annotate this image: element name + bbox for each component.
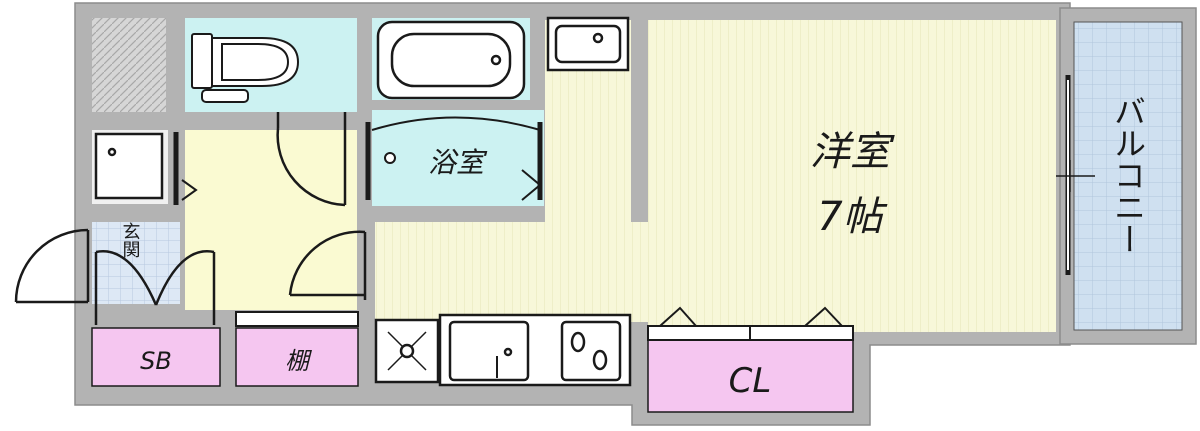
bathtub-icon (376, 20, 526, 100)
entrance-door (14, 228, 90, 304)
western-room-size: 7帖 (817, 194, 887, 240)
washer-door-mark (181, 179, 198, 201)
washer-icon (94, 132, 164, 200)
entrance-tile (92, 222, 180, 304)
western-room-lower-floor (375, 222, 665, 322)
stove-icon (374, 318, 440, 384)
closet-label: CL (729, 361, 772, 401)
western-room-floor (648, 20, 1056, 332)
shoe-door-right (154, 250, 216, 325)
hall-floor (185, 130, 357, 310)
toilet-door (276, 112, 347, 207)
balcony-floor (1073, 21, 1183, 331)
western-room-label: 洋室 (810, 129, 895, 175)
shelf-label: 棚 (285, 347, 313, 375)
closet (647, 339, 854, 413)
bathroom-curve (371, 116, 541, 131)
pipe-space (92, 18, 166, 112)
shoe-door-left (94, 250, 158, 325)
shelf-unit (235, 327, 359, 387)
sink-icon (546, 16, 630, 72)
closet-doors (647, 306, 854, 341)
shelf-top (235, 311, 359, 327)
balcony-label: バルコニー (1109, 95, 1147, 255)
toilet-icon (191, 33, 300, 103)
room-door (288, 230, 367, 300)
kitchen-counter (438, 313, 632, 387)
drain-icon (384, 152, 396, 164)
bathroom-floor (372, 110, 544, 206)
entrance-label: 玄関 (120, 222, 141, 258)
bathroom-label: 浴室 (428, 146, 488, 179)
shoe-box (91, 327, 221, 387)
bath-door-mark (521, 169, 542, 201)
shoe-box-label: SB (140, 347, 172, 375)
